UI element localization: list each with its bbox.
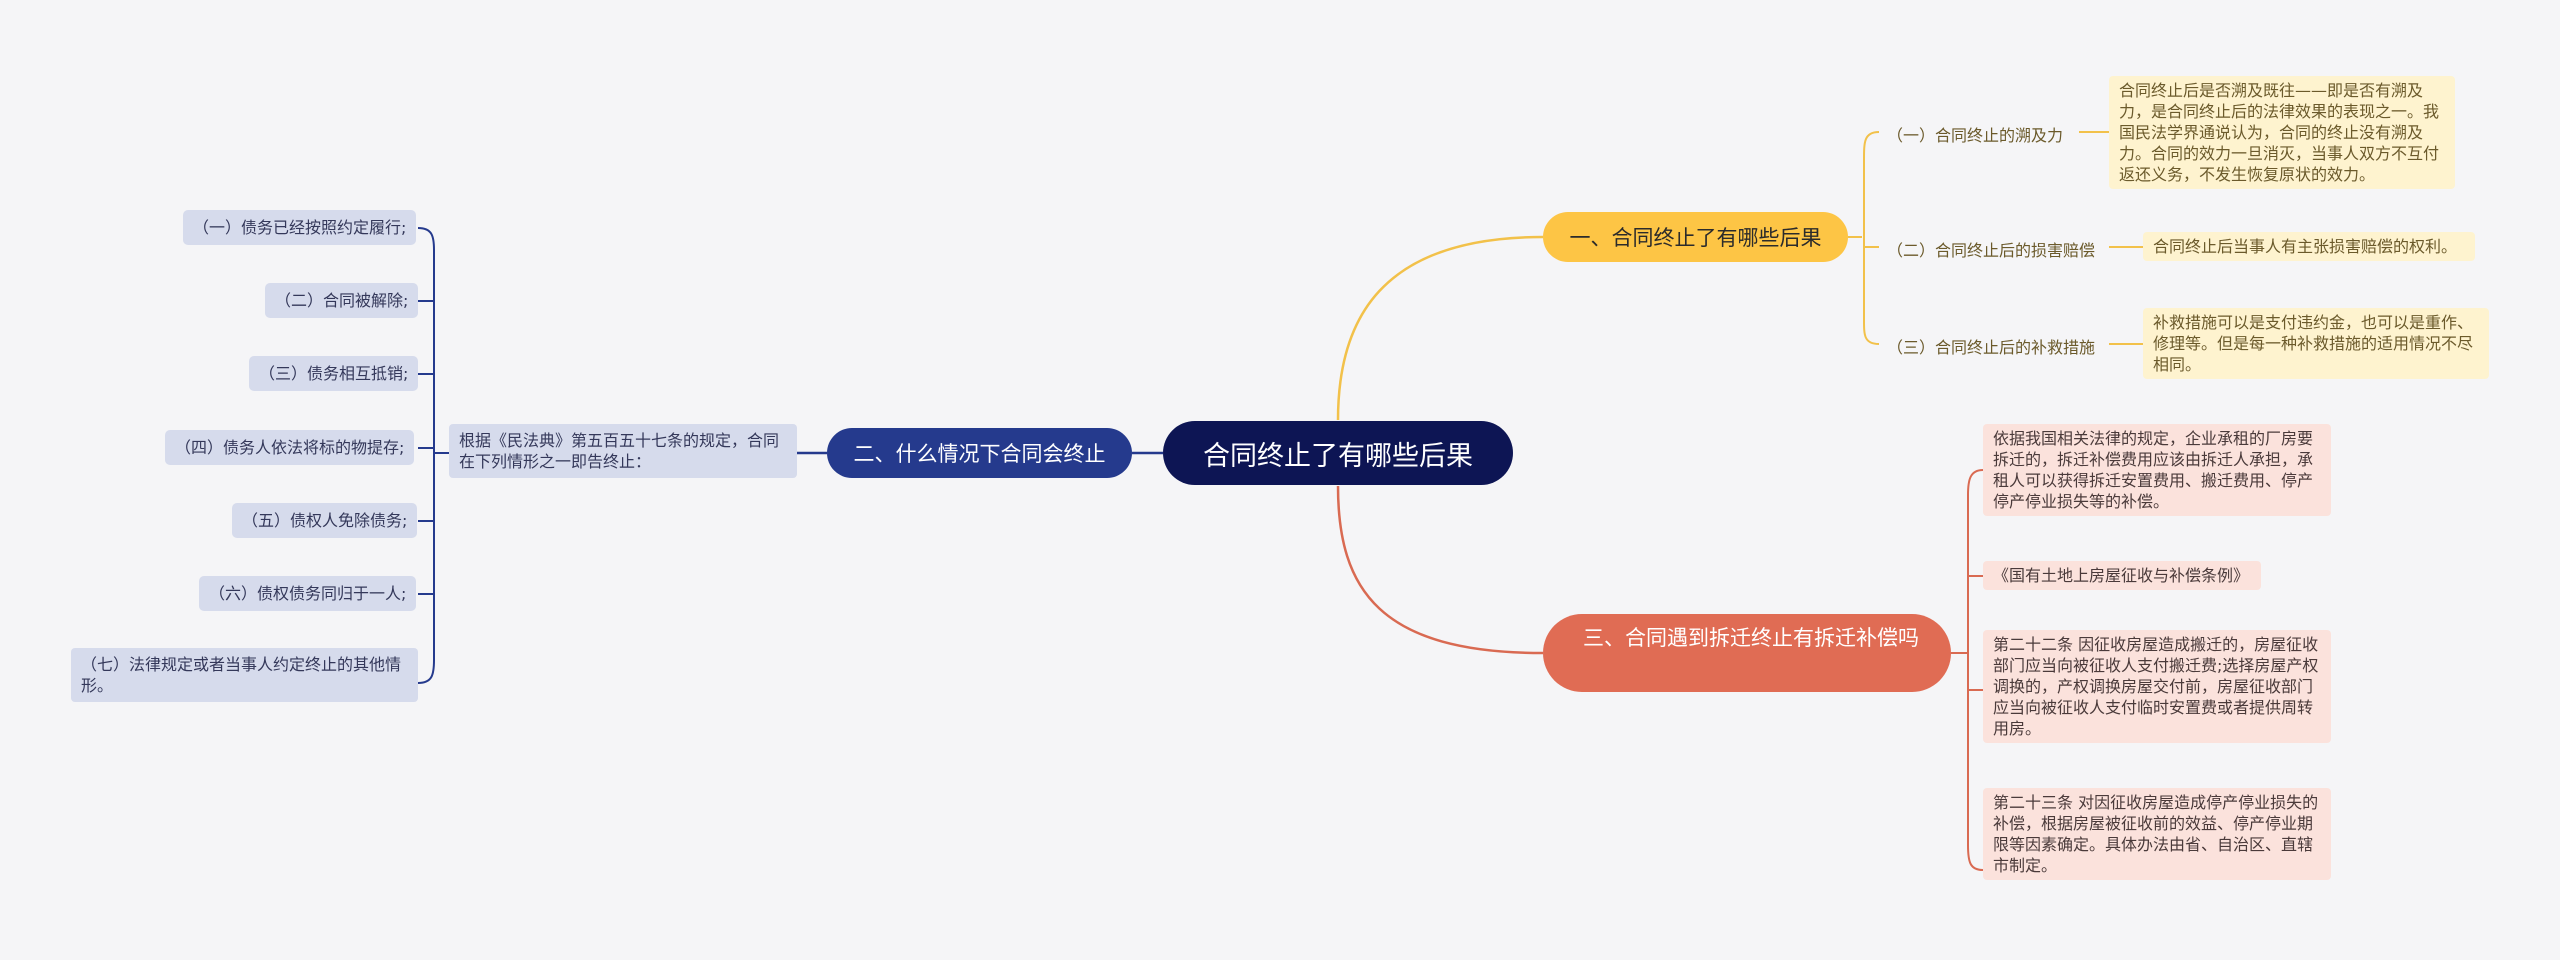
connector-branch1-children [1848, 131, 1880, 345]
b1-item-remedies[interactable]: （三）合同终止后的补救措施 [1887, 338, 2096, 357]
b1-item-damages[interactable]: （二）合同终止后的损害赔偿 [1887, 241, 2096, 260]
b2-intro[interactable]: 根据《民法典》第五百五十七条的规定，合同在下列情形之一即告终止： [449, 424, 797, 478]
b2-item-7[interactable]: （七）法律规定或者当事人约定终止的其他情形。 [71, 648, 418, 702]
b3-item-regulation-title[interactable]: 《国有土地上房屋征收与补偿条例》 [1983, 561, 2261, 590]
b2-item-2[interactable]: （二）合同被解除; [265, 283, 419, 318]
b2-item-1[interactable]: （一）债务已经按照约定履行; [183, 210, 417, 245]
branch-demolition-compensation[interactable]: 三、合同遇到拆迁终止有拆迁补偿吗 [1543, 614, 1951, 692]
b2-item-6[interactable]: （六）债权债务同归于一人; [199, 576, 417, 611]
b2-item-4[interactable]: （四）债务人依法将标的物提存; [165, 430, 415, 465]
b3-item-law[interactable]: 依据我国相关法律的规定，企业承租的厂房要拆迁的，拆迁补偿费用应该由拆迁人承担，承… [1983, 424, 2331, 516]
b1-detail-retroactivity[interactable]: 合同终止后是否溯及既往——即是否有溯及力，是合同终止后的法律效果的表现之一。我国… [2109, 76, 2455, 189]
connector-root-branch3 [1336, 485, 1544, 655]
b1-detail-damages[interactable]: 合同终止后当事人有主张损害赔偿的权利。 [2143, 232, 2475, 261]
branch-consequences[interactable]: 一、合同终止了有哪些后果 [1543, 212, 1848, 262]
b1-detail-remedies[interactable]: 补救措施可以是支付违约金，也可以是重作、修理等。但是每一种补救措施的适用情况不尽… [2143, 308, 2489, 379]
b3-item-article-23[interactable]: 第二十三条 对因征收房屋造成停产停业损失的补偿，根据房屋被征收前的效益、停产停业… [1983, 788, 2331, 880]
root-topic[interactable]: 合同终止了有哪些后果 [1163, 421, 1513, 485]
connector-intro-list [417, 227, 449, 684]
connector-root-branch1 [1336, 235, 1544, 421]
b3-item-article-22[interactable]: 第二十二条 因征收房屋造成搬迁的，房屋征收部门应当向被征收人支付搬迁费;选择房屋… [1983, 630, 2331, 743]
branch-termination-conditions[interactable]: 二、什么情况下合同会终止 [827, 428, 1132, 478]
b2-item-5[interactable]: （五）债权人免除债务; [232, 503, 418, 538]
b2-item-3[interactable]: （三）债务相互抵销; [249, 356, 419, 391]
connector-branch3-children [1951, 469, 1984, 871]
b1-item-retroactivity[interactable]: （一）合同终止的溯及力 [1887, 126, 2064, 145]
